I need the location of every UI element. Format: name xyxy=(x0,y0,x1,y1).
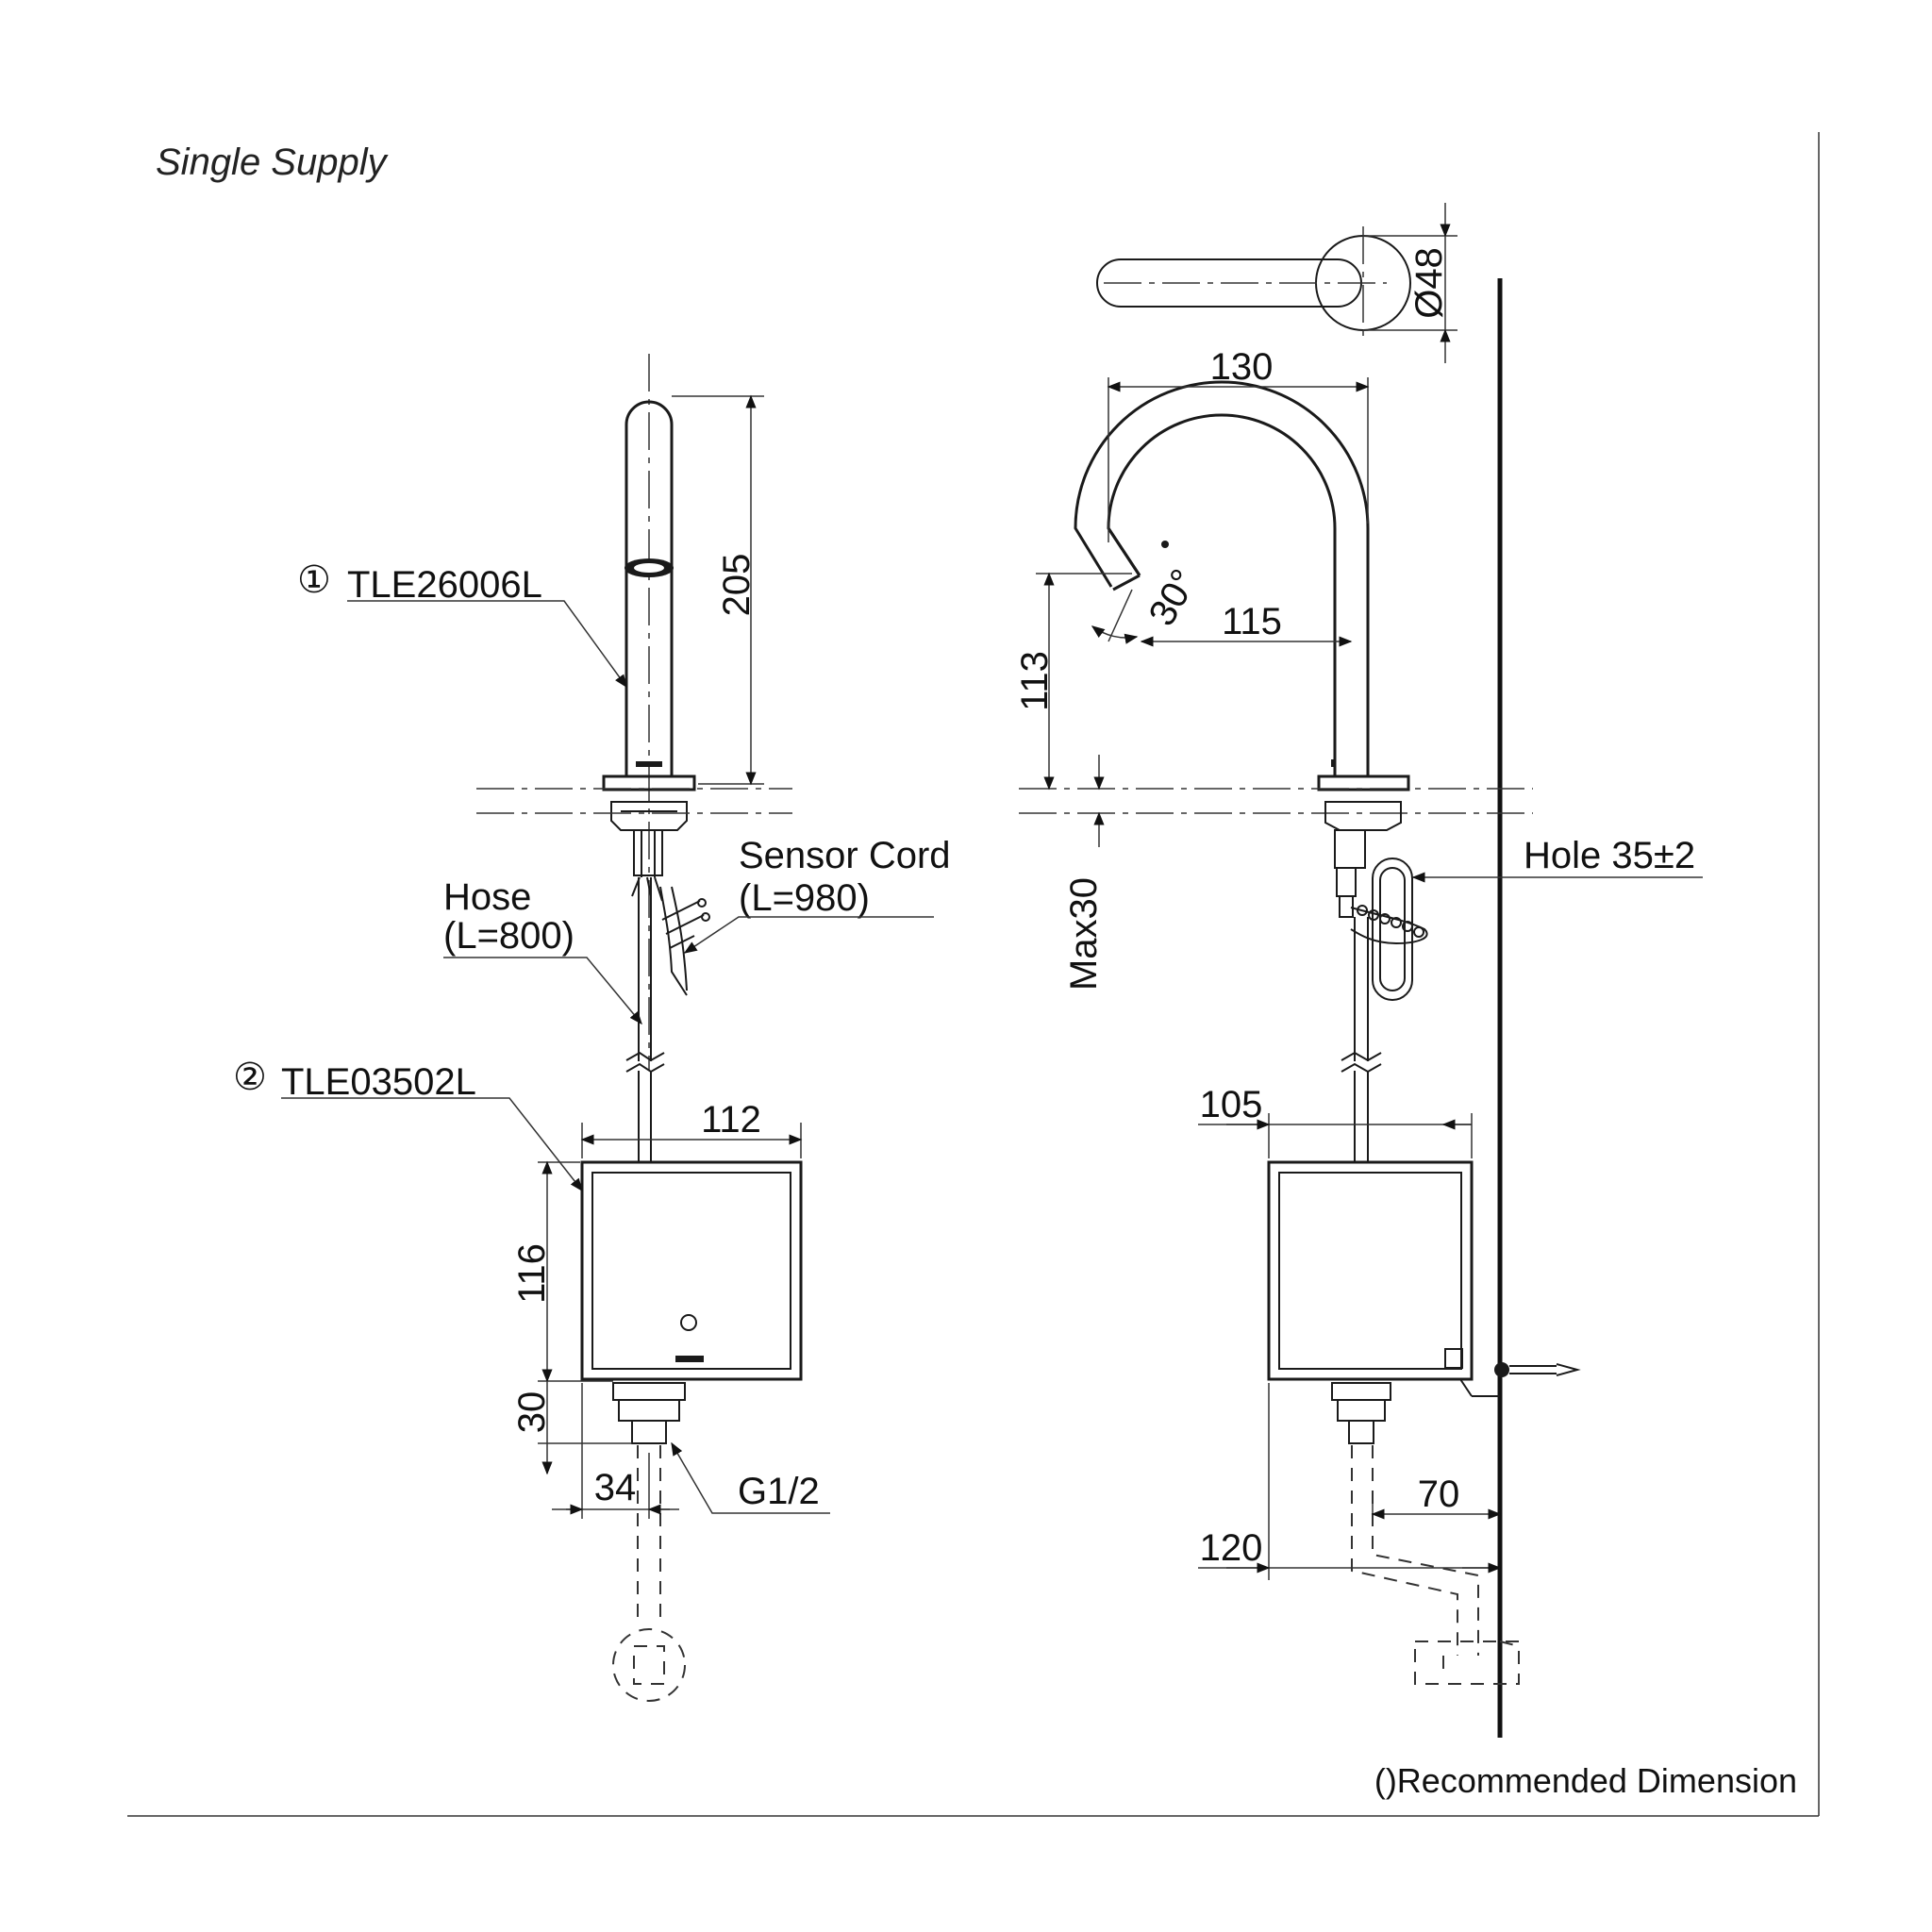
dim-70-text: 70 xyxy=(1418,1474,1460,1515)
front-base-flange xyxy=(602,774,696,791)
dim-angle-text: 30° xyxy=(1141,562,1206,632)
sensor-cord-label: Sensor Cord xyxy=(739,835,951,876)
front-spout-body xyxy=(625,400,674,775)
faucet-model-label: TLE26006L xyxy=(347,564,542,606)
front-box-logo xyxy=(675,1356,704,1362)
box-leader xyxy=(281,1097,583,1192)
thread-leader xyxy=(671,1441,830,1514)
front-logo-mark xyxy=(636,761,662,767)
side-fitting-nut xyxy=(1331,1382,1391,1401)
side-cord-coil xyxy=(1350,907,1428,945)
side-view: Ø48 xyxy=(1014,203,1703,1738)
box-model-label: TLE03502L xyxy=(281,1061,476,1103)
dim-30-text: 30 xyxy=(511,1391,553,1434)
front-supply-pipe xyxy=(637,1445,661,1623)
hose-leader xyxy=(443,957,642,1025)
front-stop-valve xyxy=(612,1628,686,1702)
sensor-cord-length: (L=980) xyxy=(739,877,870,919)
thread-label: G1/2 xyxy=(738,1471,820,1512)
side-sensor-dot xyxy=(1161,541,1169,548)
box-part-number: ② xyxy=(233,1057,267,1098)
side-stop-valve xyxy=(1414,1641,1520,1685)
dim-34-text: 34 xyxy=(594,1467,637,1508)
dim-113-text: 113 xyxy=(1014,651,1056,711)
front-view: 205 ① TLE26006L Sensor Cord (L=980) Hose… xyxy=(233,354,951,1702)
hole-label: Hole 35±2 xyxy=(1524,835,1695,876)
plan-spout-body xyxy=(1096,258,1338,308)
faucet-part-number: ① xyxy=(297,559,331,601)
side-wall-screw-head xyxy=(1494,1362,1509,1377)
front-control-box xyxy=(580,1160,803,1381)
faucet-leader xyxy=(347,600,627,689)
dim-205-text: 205 xyxy=(716,554,758,617)
side-shank xyxy=(1334,829,1366,869)
front-box-indicator xyxy=(680,1314,697,1331)
dim-115-text: 115 xyxy=(1222,601,1282,642)
side-cord-loop-outer xyxy=(1372,858,1413,1001)
side-gooseneck xyxy=(1074,380,1370,775)
dim-105-text: 105 xyxy=(1200,1084,1263,1125)
front-hose-break-top xyxy=(625,1051,665,1062)
side-base-flange xyxy=(1317,774,1410,791)
sensor-cord-leader xyxy=(683,916,934,954)
dim-116-text: 116 xyxy=(511,1243,553,1304)
front-hose-break-bottom xyxy=(625,1062,665,1074)
dim-max30-text: Max30 xyxy=(1063,877,1105,991)
front-lock-nut xyxy=(610,801,688,831)
dim-112-text: 112 xyxy=(701,1099,761,1141)
dim-diameter-text: Ø48 xyxy=(1408,247,1450,319)
side-control-box xyxy=(1267,1160,1474,1381)
dim-120-text: 120 xyxy=(1200,1527,1263,1569)
dim-angle-arc xyxy=(1091,625,1139,644)
dim-130-text: 130 xyxy=(1210,346,1274,388)
recommended-dimension-note: ()Recommended Dimension xyxy=(1374,1761,1797,1800)
side-lock-nut xyxy=(1324,801,1402,831)
sensor-cord-line xyxy=(659,886,688,996)
front-fitting-nut xyxy=(612,1382,686,1401)
side-outlet-tip xyxy=(1112,574,1141,591)
hose-length: (L=800) xyxy=(443,915,575,957)
drawing-title: Single Supply xyxy=(156,142,390,183)
front-shank xyxy=(633,829,663,876)
hose-label: Hose xyxy=(443,876,531,918)
